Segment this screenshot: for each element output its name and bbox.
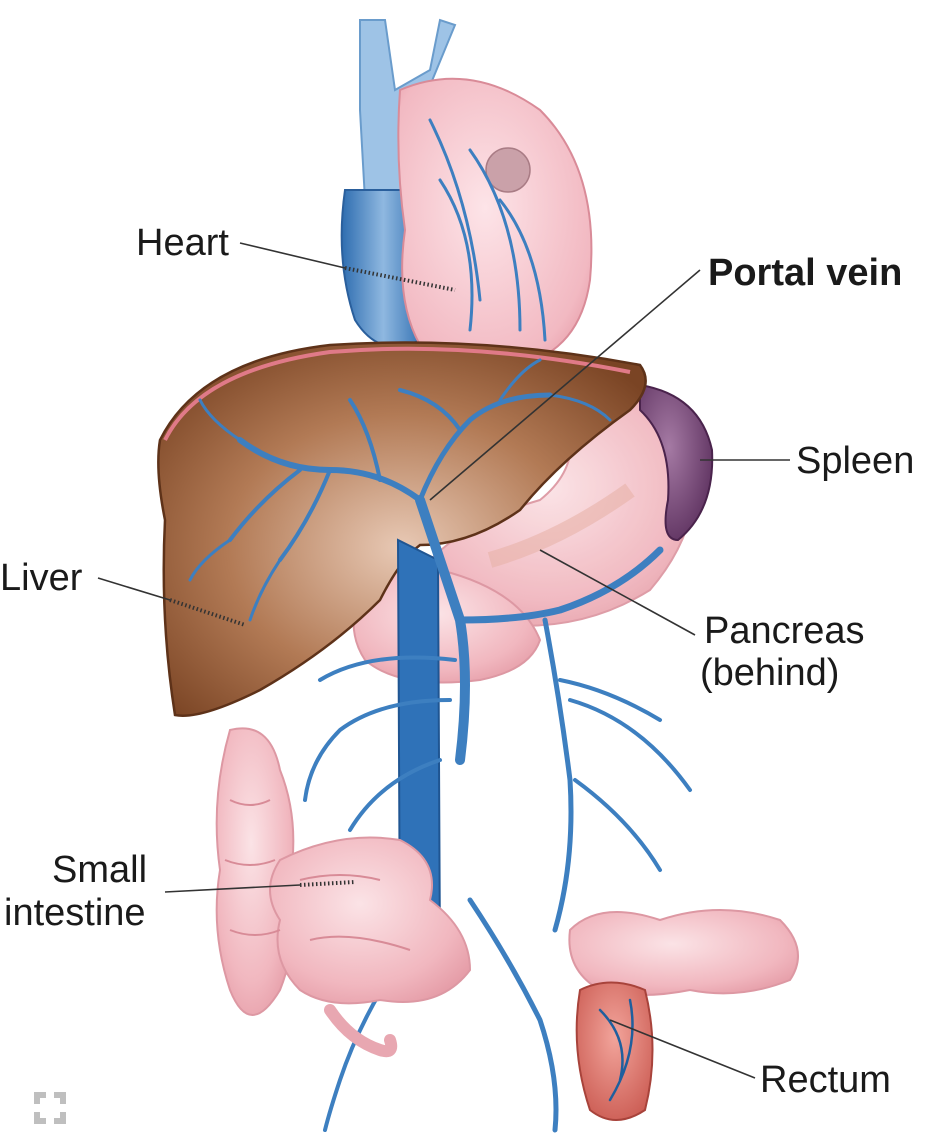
label-spleen: Spleen	[796, 440, 914, 482]
label-pancreas: Pancreas	[704, 610, 865, 652]
label-liver: Liver	[0, 557, 83, 599]
liver-organ	[157, 341, 647, 717]
rectum-organ	[575, 981, 654, 1121]
label-heart: Heart	[136, 222, 229, 264]
heart-organ	[397, 77, 593, 367]
label-pancreas-behind: (behind)	[700, 652, 839, 694]
label-portal-vein: Portal vein	[708, 252, 902, 294]
spleen-organ	[639, 383, 714, 542]
label-small: Small	[52, 849, 147, 891]
label-intestine: intestine	[4, 892, 146, 934]
leader-lines	[97, 242, 790, 1079]
small-intestine-organ	[215, 727, 472, 1058]
expand-frame-icon[interactable]	[30, 1088, 70, 1128]
label-rectum: Rectum	[760, 1059, 891, 1101]
